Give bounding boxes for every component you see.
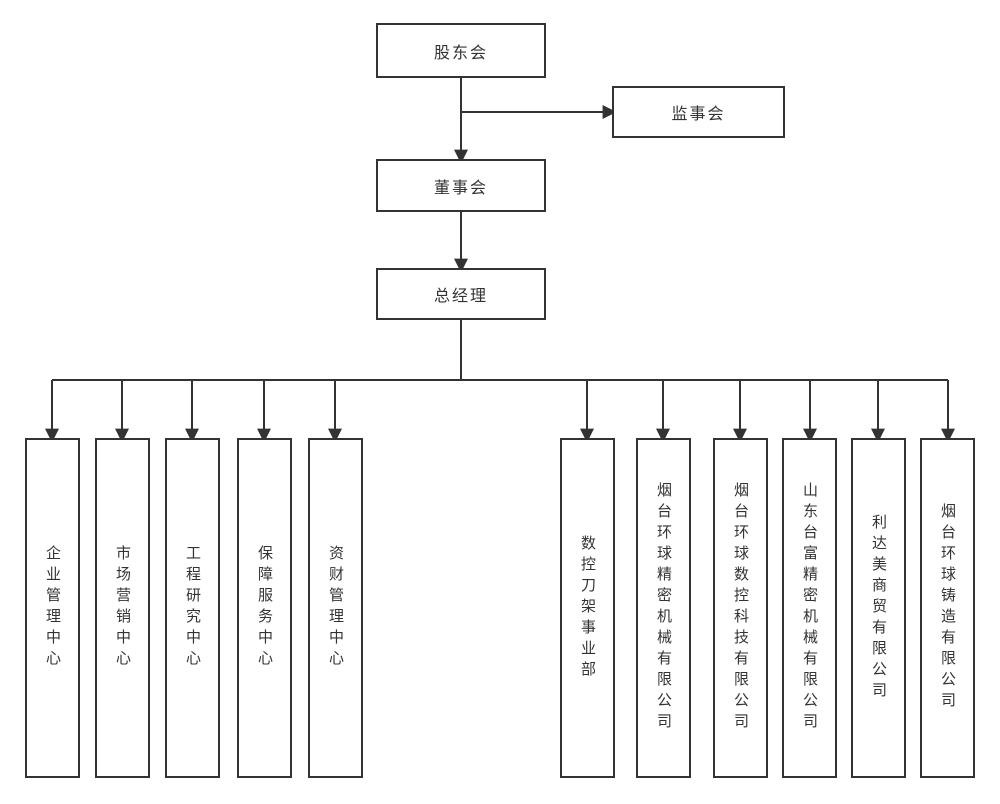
- node-label: 山东台富精密机械有限公司: [801, 482, 818, 734]
- node-label: 企业管理中心: [44, 545, 61, 671]
- node-yantai-universal-precision-machinery: 烟台环球精密机械有限公司: [636, 438, 691, 778]
- node-supervisory-board: 监事会: [612, 86, 785, 138]
- node-yantai-universal-casting: 烟台环球铸造有限公司: [920, 438, 975, 778]
- node-cnc-tool-holder-division: 数控刀架事业部: [560, 438, 615, 778]
- node-lidamei-trading: 利达美商贸有限公司: [851, 438, 906, 778]
- node-finance-management-center: 资财管理中心: [308, 438, 363, 778]
- node-yantai-universal-cnc-technology: 烟台环球数控科技有限公司: [713, 438, 768, 778]
- node-support-service-center: 保障服务中心: [237, 438, 292, 778]
- node-enterprise-management-center: 企业管理中心: [25, 438, 80, 778]
- node-label: 烟台环球铸造有限公司: [939, 503, 956, 713]
- node-shandong-taifu-precision-machinery: 山东台富精密机械有限公司: [782, 438, 837, 778]
- node-general-manager: 总经理: [376, 268, 546, 320]
- node-label: 烟台环球数控科技有限公司: [732, 482, 749, 734]
- node-board-of-directors: 董事会: [376, 159, 546, 212]
- node-shareholders-meeting: 股东会: [376, 23, 546, 78]
- node-label: 利达美商贸有限公司: [870, 513, 887, 703]
- node-label: 数控刀架事业部: [579, 534, 596, 682]
- node-marketing-center: 市场营销中心: [95, 438, 150, 778]
- node-label: 烟台环球精密机械有限公司: [655, 482, 672, 734]
- node-label: 工程研究中心: [184, 545, 201, 671]
- node-label: 资财管理中心: [327, 545, 344, 671]
- node-label: 保障服务中心: [256, 545, 273, 671]
- node-label: 市场营销中心: [114, 545, 131, 671]
- node-engineering-research-center: 工程研究中心: [165, 438, 220, 778]
